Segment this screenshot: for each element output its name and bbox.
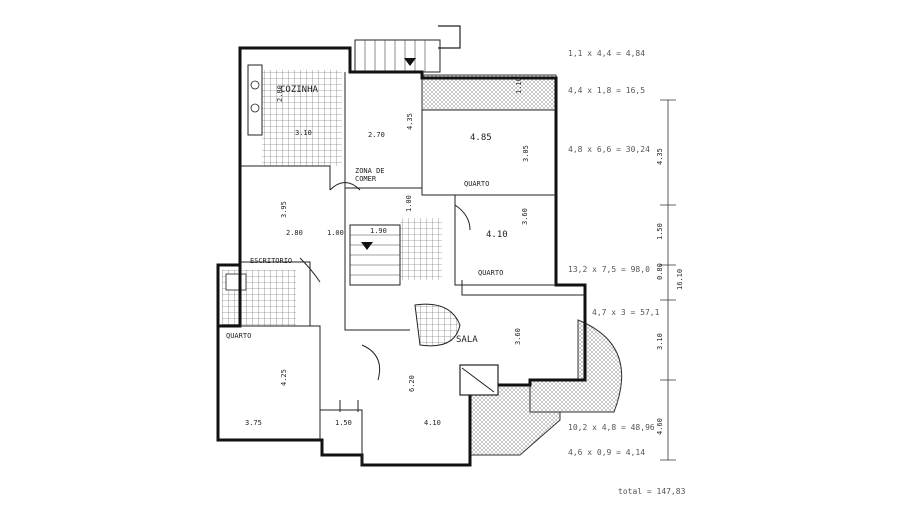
dim-3-10-kitchen: 3.10 — [295, 129, 312, 137]
label-quarto-mid: QUARTO — [478, 269, 503, 277]
side-dim-16-10: 16.10 — [676, 269, 684, 290]
dim-4-25: 4.25 — [280, 369, 288, 386]
dim-1-10: 1.10 — [515, 77, 523, 94]
note-8: total = 147,83 — [618, 487, 686, 496]
dim-1-00-b: 1.00 — [327, 229, 344, 237]
side-dimension-line: 4.35 1.50 0.80 16.10 3.10 4.60 — [656, 99, 684, 461]
dim-2-80-kitchen: 2.80 — [276, 85, 284, 102]
dim-3-05: 3.05 — [522, 145, 530, 162]
note-1: 1,1 x 4,4 = 4,84 — [568, 49, 645, 58]
area-notes: 1,1 x 4,4 = 4,84 4,4 x 1,8 = 16,5 4,8 x … — [568, 49, 686, 496]
label-escritorio: ESCRITORIO — [250, 257, 292, 265]
side-dim-4-35: 4.35 — [656, 148, 664, 165]
dim-4-10-quarto: 4.10 — [486, 230, 508, 240]
label-quarto-top: QUARTO — [464, 180, 489, 188]
side-dim-3-10: 3.10 — [656, 333, 664, 350]
dim-4-10-sala: 4.10 — [424, 419, 441, 427]
dim-3-60-sala: 3.60 — [514, 328, 522, 345]
dim-1-00-a: 1.00 — [405, 195, 413, 212]
note-6: 10,2 x 4,8 = 48,96 — [568, 423, 655, 432]
dim-4-85: 4.85 — [470, 133, 492, 143]
dim-3-75: 3.75 — [245, 419, 262, 427]
dim-4-35: 4.35 — [406, 113, 414, 130]
note-4: 13,2 x 7,5 = 98,0 — [568, 265, 650, 274]
label-quarto-left: QUARTO — [226, 332, 251, 340]
label-sala: SALA — [456, 335, 478, 345]
walls — [216, 46, 587, 467]
terraces — [421, 74, 623, 456]
dim-2-70: 2.70 — [368, 131, 385, 139]
entrance-stairs — [354, 25, 461, 73]
note-5: 4,7 x 3 = 57,1 — [592, 308, 660, 317]
dim-3-95: 3.95 — [280, 201, 288, 218]
inner-stairs — [349, 224, 401, 286]
note-2: 4,4 x 1,8 = 16,5 — [568, 86, 645, 95]
label-cozinha: COZINHA — [280, 85, 319, 95]
side-dim-0-80: 0.80 — [656, 263, 664, 280]
dim-1-90: 1.90 — [370, 227, 387, 235]
side-dim-4-60: 4.60 — [656, 418, 664, 435]
dim-2-80-escritorio: 2.80 — [286, 229, 303, 237]
dim-1-50: 1.50 — [335, 419, 352, 427]
side-dim-1-50: 1.50 — [656, 223, 664, 240]
note-7: 4,6 x 0,9 = 4,14 — [568, 448, 645, 457]
dim-3-60-quarto: 3.60 — [521, 208, 529, 225]
dim-6-20: 6.20 — [408, 375, 416, 392]
note-3: 4,8 x 6,6 = 30,24 — [568, 145, 650, 154]
